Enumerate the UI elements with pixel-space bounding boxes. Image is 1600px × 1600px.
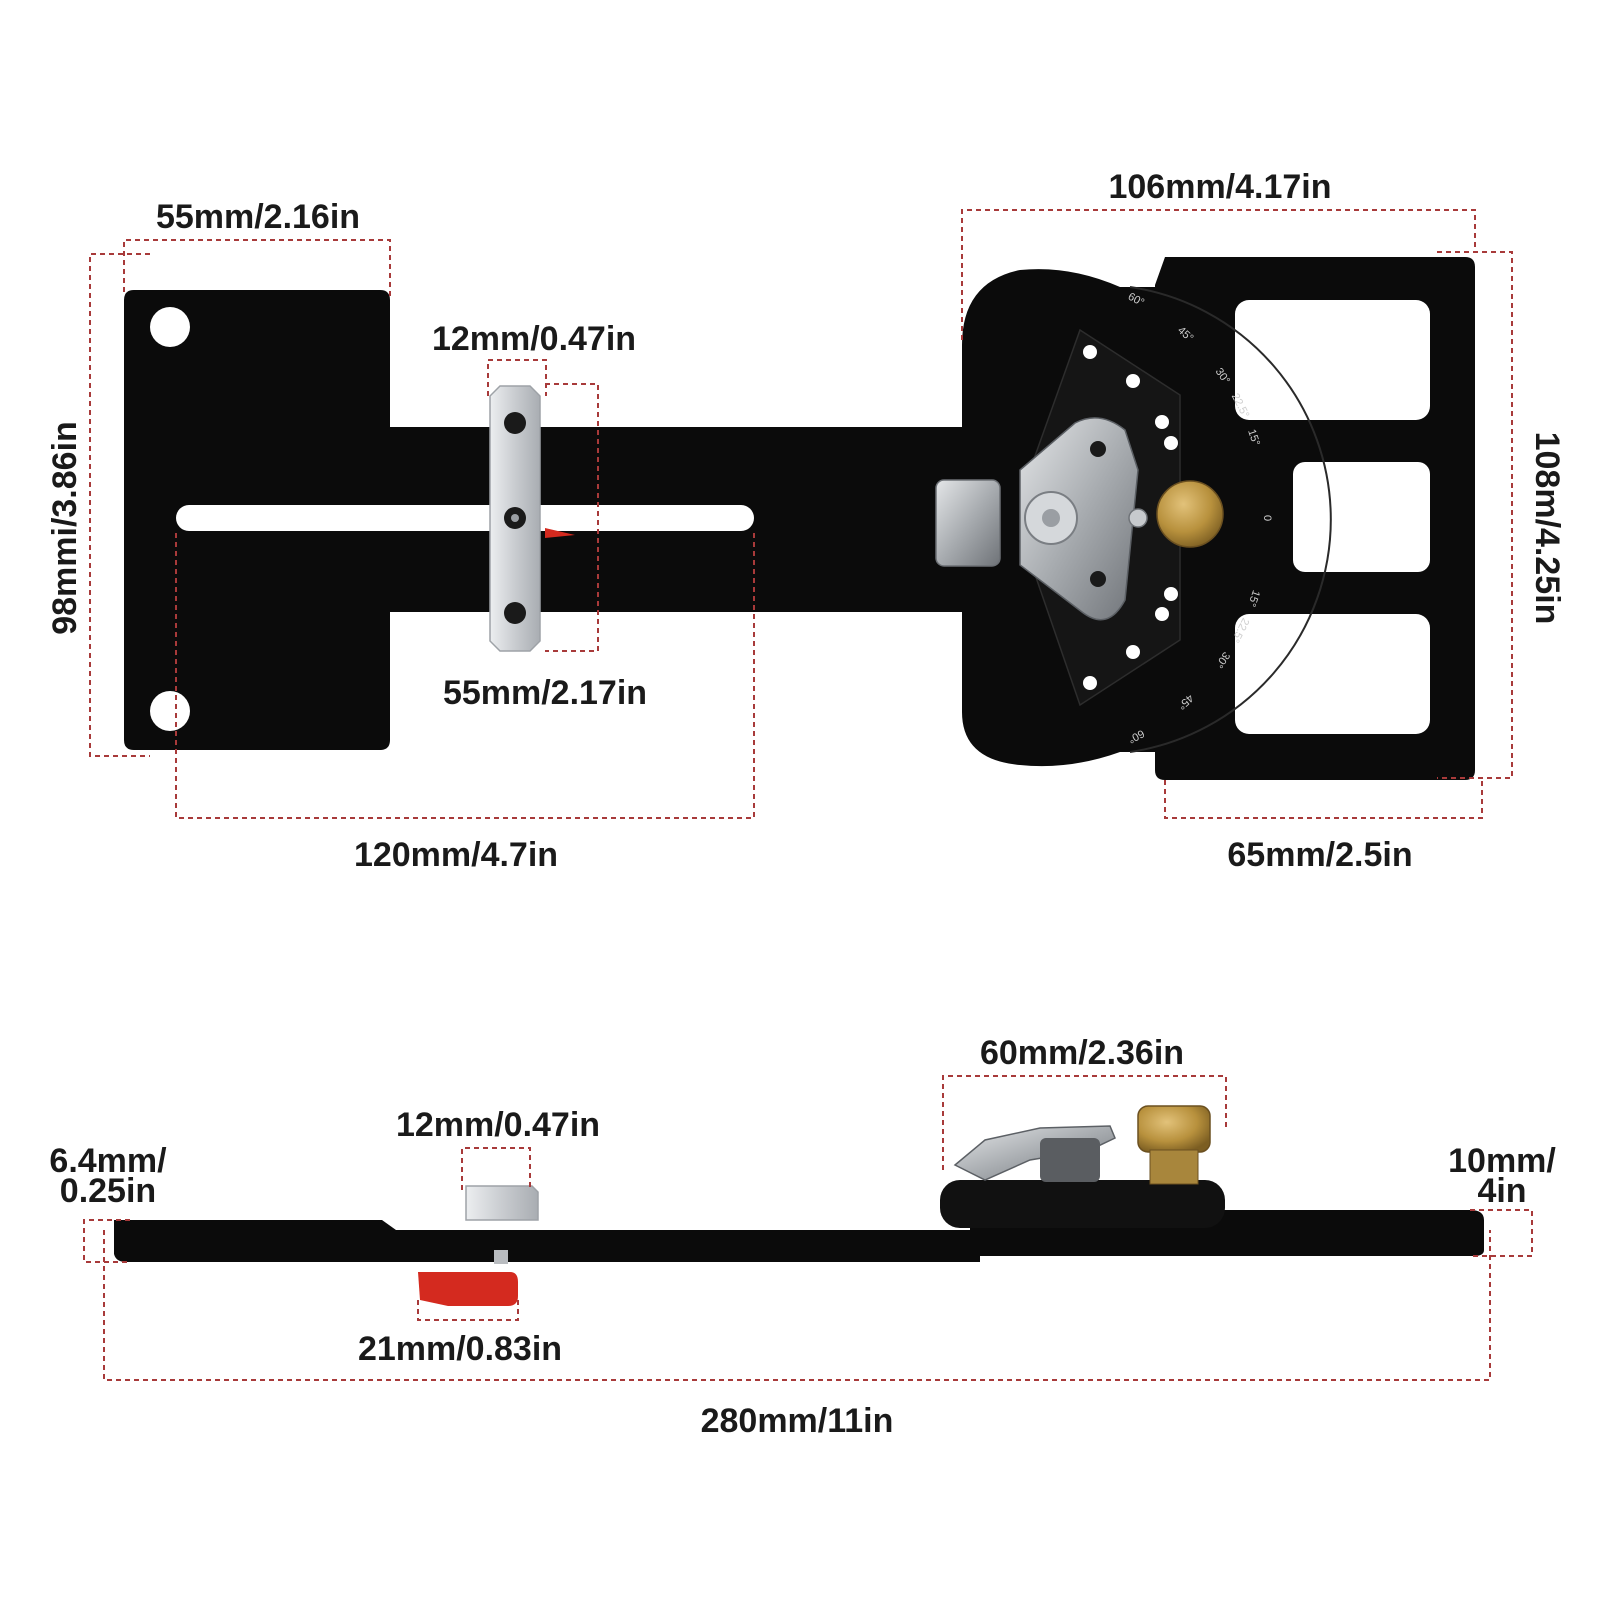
label-jig-height: 108m/4.25in <box>1528 432 1566 625</box>
label-stop-length: 55mm/2.17in <box>443 674 647 712</box>
dim-line-side-stop-width <box>461 1147 531 1190</box>
label-top-plate-width: 55mm/2.16in <box>156 198 360 236</box>
dim-line-jig-height <box>1437 251 1513 779</box>
side-toggle-clamp[interactable] <box>953 1125 1116 1182</box>
dim-line-side-clamp-width <box>942 1075 1227 1170</box>
side-red-knob[interactable] <box>418 1272 518 1306</box>
label-side-right-line1: 10mm/ <box>1448 1142 1556 1180</box>
label-side-thickness-line2: 0.25in <box>60 1172 156 1210</box>
scale-label-lower-0: 15° <box>1245 589 1262 609</box>
dim-line-jig-base-width <box>1164 780 1483 819</box>
adjustment-slot <box>176 505 754 531</box>
label-jig-width: 106mm/4.17in <box>1108 168 1331 206</box>
red-knob-tip <box>545 528 575 538</box>
dim-line-top-plate-height <box>89 253 150 757</box>
side-view: 6.4mm/ 0.25in 12mm/0.47in 60mm/2.36in 10… <box>49 1034 1556 1440</box>
side-plate <box>114 1210 1484 1262</box>
label-side-knob-width: 21mm/0.83in <box>358 1330 562 1368</box>
side-screw <box>494 1250 508 1264</box>
mount-hole-top <box>150 307 190 347</box>
dim-line-stop-length <box>545 383 599 652</box>
toggle-clamp[interactable] <box>935 417 1148 621</box>
label-side-clamp-width: 60mm/2.36in <box>980 1034 1184 1072</box>
dim-line-side-thickness <box>83 1219 130 1263</box>
side-brass-knob[interactable] <box>1137 1105 1211 1185</box>
label-top-plate-height: 98mmi/3.86in <box>46 421 84 635</box>
label-side-thickness-line1: 6.4mm/ <box>49 1142 167 1180</box>
dim-line-top-plate-width <box>123 239 391 298</box>
scale-label-upper-4: 15° <box>1245 428 1262 448</box>
dim-line-total-length <box>103 1230 1491 1381</box>
label-slot-length: 120mm/4.7in <box>354 836 558 874</box>
aluminum-stop-bar[interactable] <box>489 385 541 652</box>
mount-hole-bottom <box>150 691 190 731</box>
label-side-right-line2: 4in <box>1477 1172 1526 1210</box>
scale-label-center: 0 <box>1261 515 1273 521</box>
dim-line-stop-width <box>487 359 547 396</box>
label-side-stop-width: 12mm/0.47in <box>396 1106 600 1144</box>
side-aluminum-stop <box>465 1185 539 1221</box>
top-view: 60°45°30°22.5°15°015°22.5°30°45°60° 55mm… <box>46 168 1566 874</box>
side-jig-block <box>940 1180 1225 1228</box>
label-total-length: 280mm/11in <box>701 1402 894 1440</box>
dim-line-side-knob-width <box>417 1300 519 1321</box>
brass-lock-knob[interactable] <box>1156 480 1224 548</box>
dim-line-side-right-thickness <box>1470 1209 1533 1257</box>
label-stop-width: 12mm/0.47in <box>432 320 636 358</box>
dim-line-jig-width <box>961 209 1476 340</box>
label-jig-base-width: 65mm/2.5in <box>1227 836 1412 874</box>
